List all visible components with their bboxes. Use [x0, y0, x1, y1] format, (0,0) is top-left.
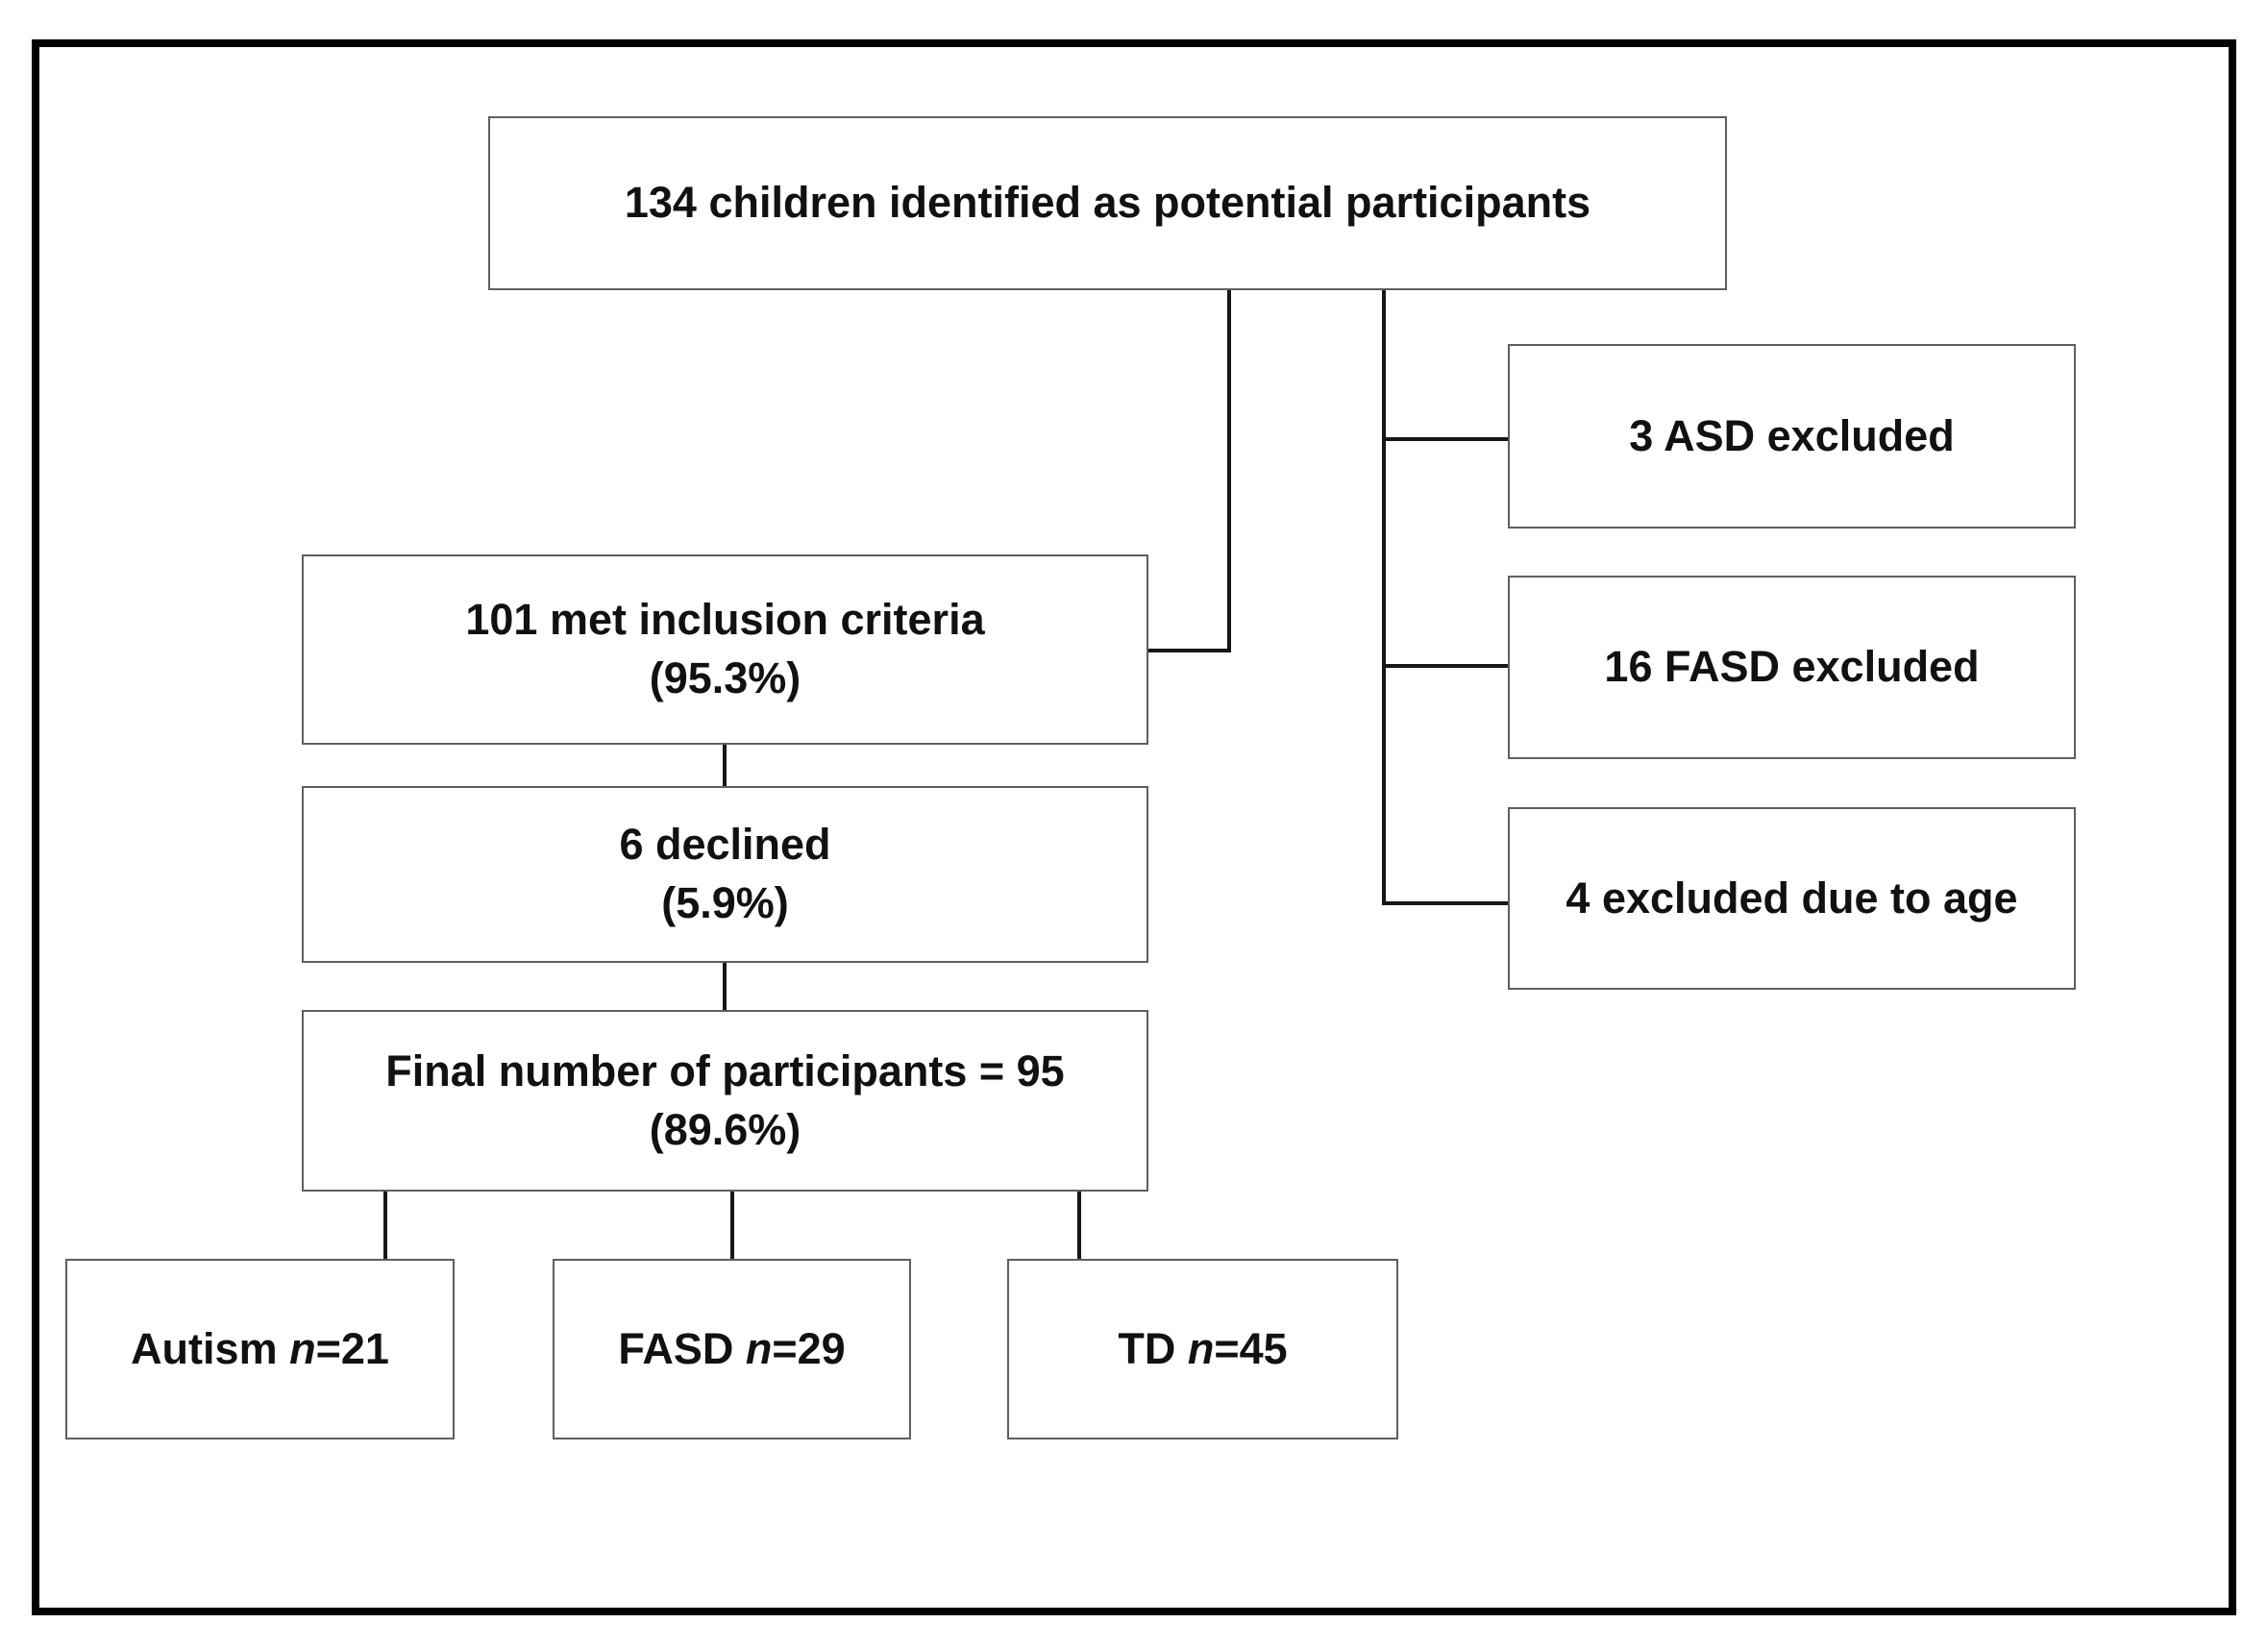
box-excluded-asd-label: 3 ASD excluded — [1629, 410, 1955, 460]
connector-branch-fasd-excluded — [1386, 664, 1508, 668]
box-declined-line2: (5.9%) — [661, 878, 789, 927]
connector-identified-to-met-vertical — [1227, 290, 1231, 652]
box-group-td-label: TD n=45 — [1118, 1320, 1287, 1379]
connector-final-to-fasd — [730, 1192, 734, 1259]
autism-n-symbol: n — [289, 1323, 316, 1373]
box-final-line1: Final number of participants = 95 — [385, 1045, 1065, 1095]
box-group-autism-label: Autism n=21 — [131, 1320, 389, 1379]
connector-final-to-td — [1077, 1192, 1081, 1259]
box-identified-label: 134 children identified as potential par… — [624, 178, 1591, 228]
box-met-line1: 101 met inclusion criteria — [465, 595, 985, 645]
box-declined: 6 declined (5.9%) — [302, 786, 1148, 963]
box-final-participants: Final number of participants = 95 (89.6%… — [302, 1010, 1148, 1192]
box-excluded-age-label: 4 excluded due to age — [1565, 873, 2018, 922]
box-identified: 134 children identified as potential par… — [488, 116, 1727, 290]
connector-final-to-autism — [383, 1192, 387, 1259]
box-group-td: TD n=45 — [1007, 1259, 1398, 1439]
box-excluded-age: 4 excluded due to age — [1508, 807, 2076, 990]
connector-identified-to-met-horizontal — [1148, 649, 1231, 652]
td-n-value: =45 — [1214, 1323, 1288, 1373]
box-group-fasd-label: FASD n=29 — [618, 1320, 845, 1379]
fasd-n-value: =29 — [772, 1323, 846, 1373]
fasd-label-text: FASD — [618, 1323, 746, 1373]
connector-exclusion-trunk-vertical — [1382, 290, 1386, 905]
connector-branch-age-excluded — [1386, 901, 1508, 905]
autism-n-value: =21 — [315, 1323, 389, 1373]
connector-branch-asd-excluded — [1386, 437, 1508, 441]
td-label-text: TD — [1118, 1323, 1188, 1373]
box-excluded-asd: 3 ASD excluded — [1508, 344, 2076, 529]
box-group-fasd: FASD n=29 — [553, 1259, 911, 1439]
connector-met-to-declined — [723, 745, 727, 786]
box-final-line2: (89.6%) — [649, 1104, 801, 1154]
box-group-autism: Autism n=21 — [65, 1259, 455, 1439]
box-excluded-fasd-label: 16 FASD excluded — [1604, 642, 1980, 692]
box-excluded-fasd: 16 FASD excluded — [1508, 576, 2076, 759]
autism-label-text: Autism — [131, 1323, 290, 1373]
box-met-line2: (95.3%) — [649, 653, 801, 702]
connector-declined-to-final — [723, 963, 727, 1010]
box-declined-line1: 6 declined — [619, 820, 831, 870]
td-n-symbol: n — [1187, 1323, 1215, 1373]
fasd-n-symbol: n — [745, 1323, 773, 1373]
box-met-inclusion-criteria: 101 met inclusion criteria (95.3%) — [302, 554, 1148, 745]
